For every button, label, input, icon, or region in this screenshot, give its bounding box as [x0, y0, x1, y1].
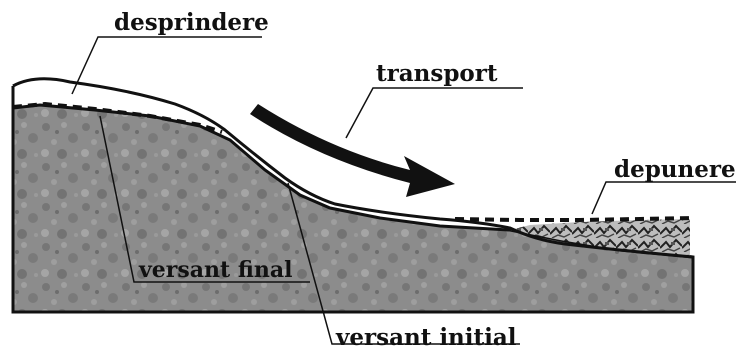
label-desprindere: desprindere	[114, 9, 269, 36]
label-transport: transport	[376, 60, 498, 87]
label-depunere: depunere	[614, 156, 736, 183]
leader-depunere	[592, 182, 736, 214]
label-versant-final: versant final	[138, 257, 292, 283]
leader-transport	[346, 88, 523, 138]
deposit-dashed-top	[455, 218, 693, 220]
label-versant-initial: versant initial	[335, 324, 517, 351]
